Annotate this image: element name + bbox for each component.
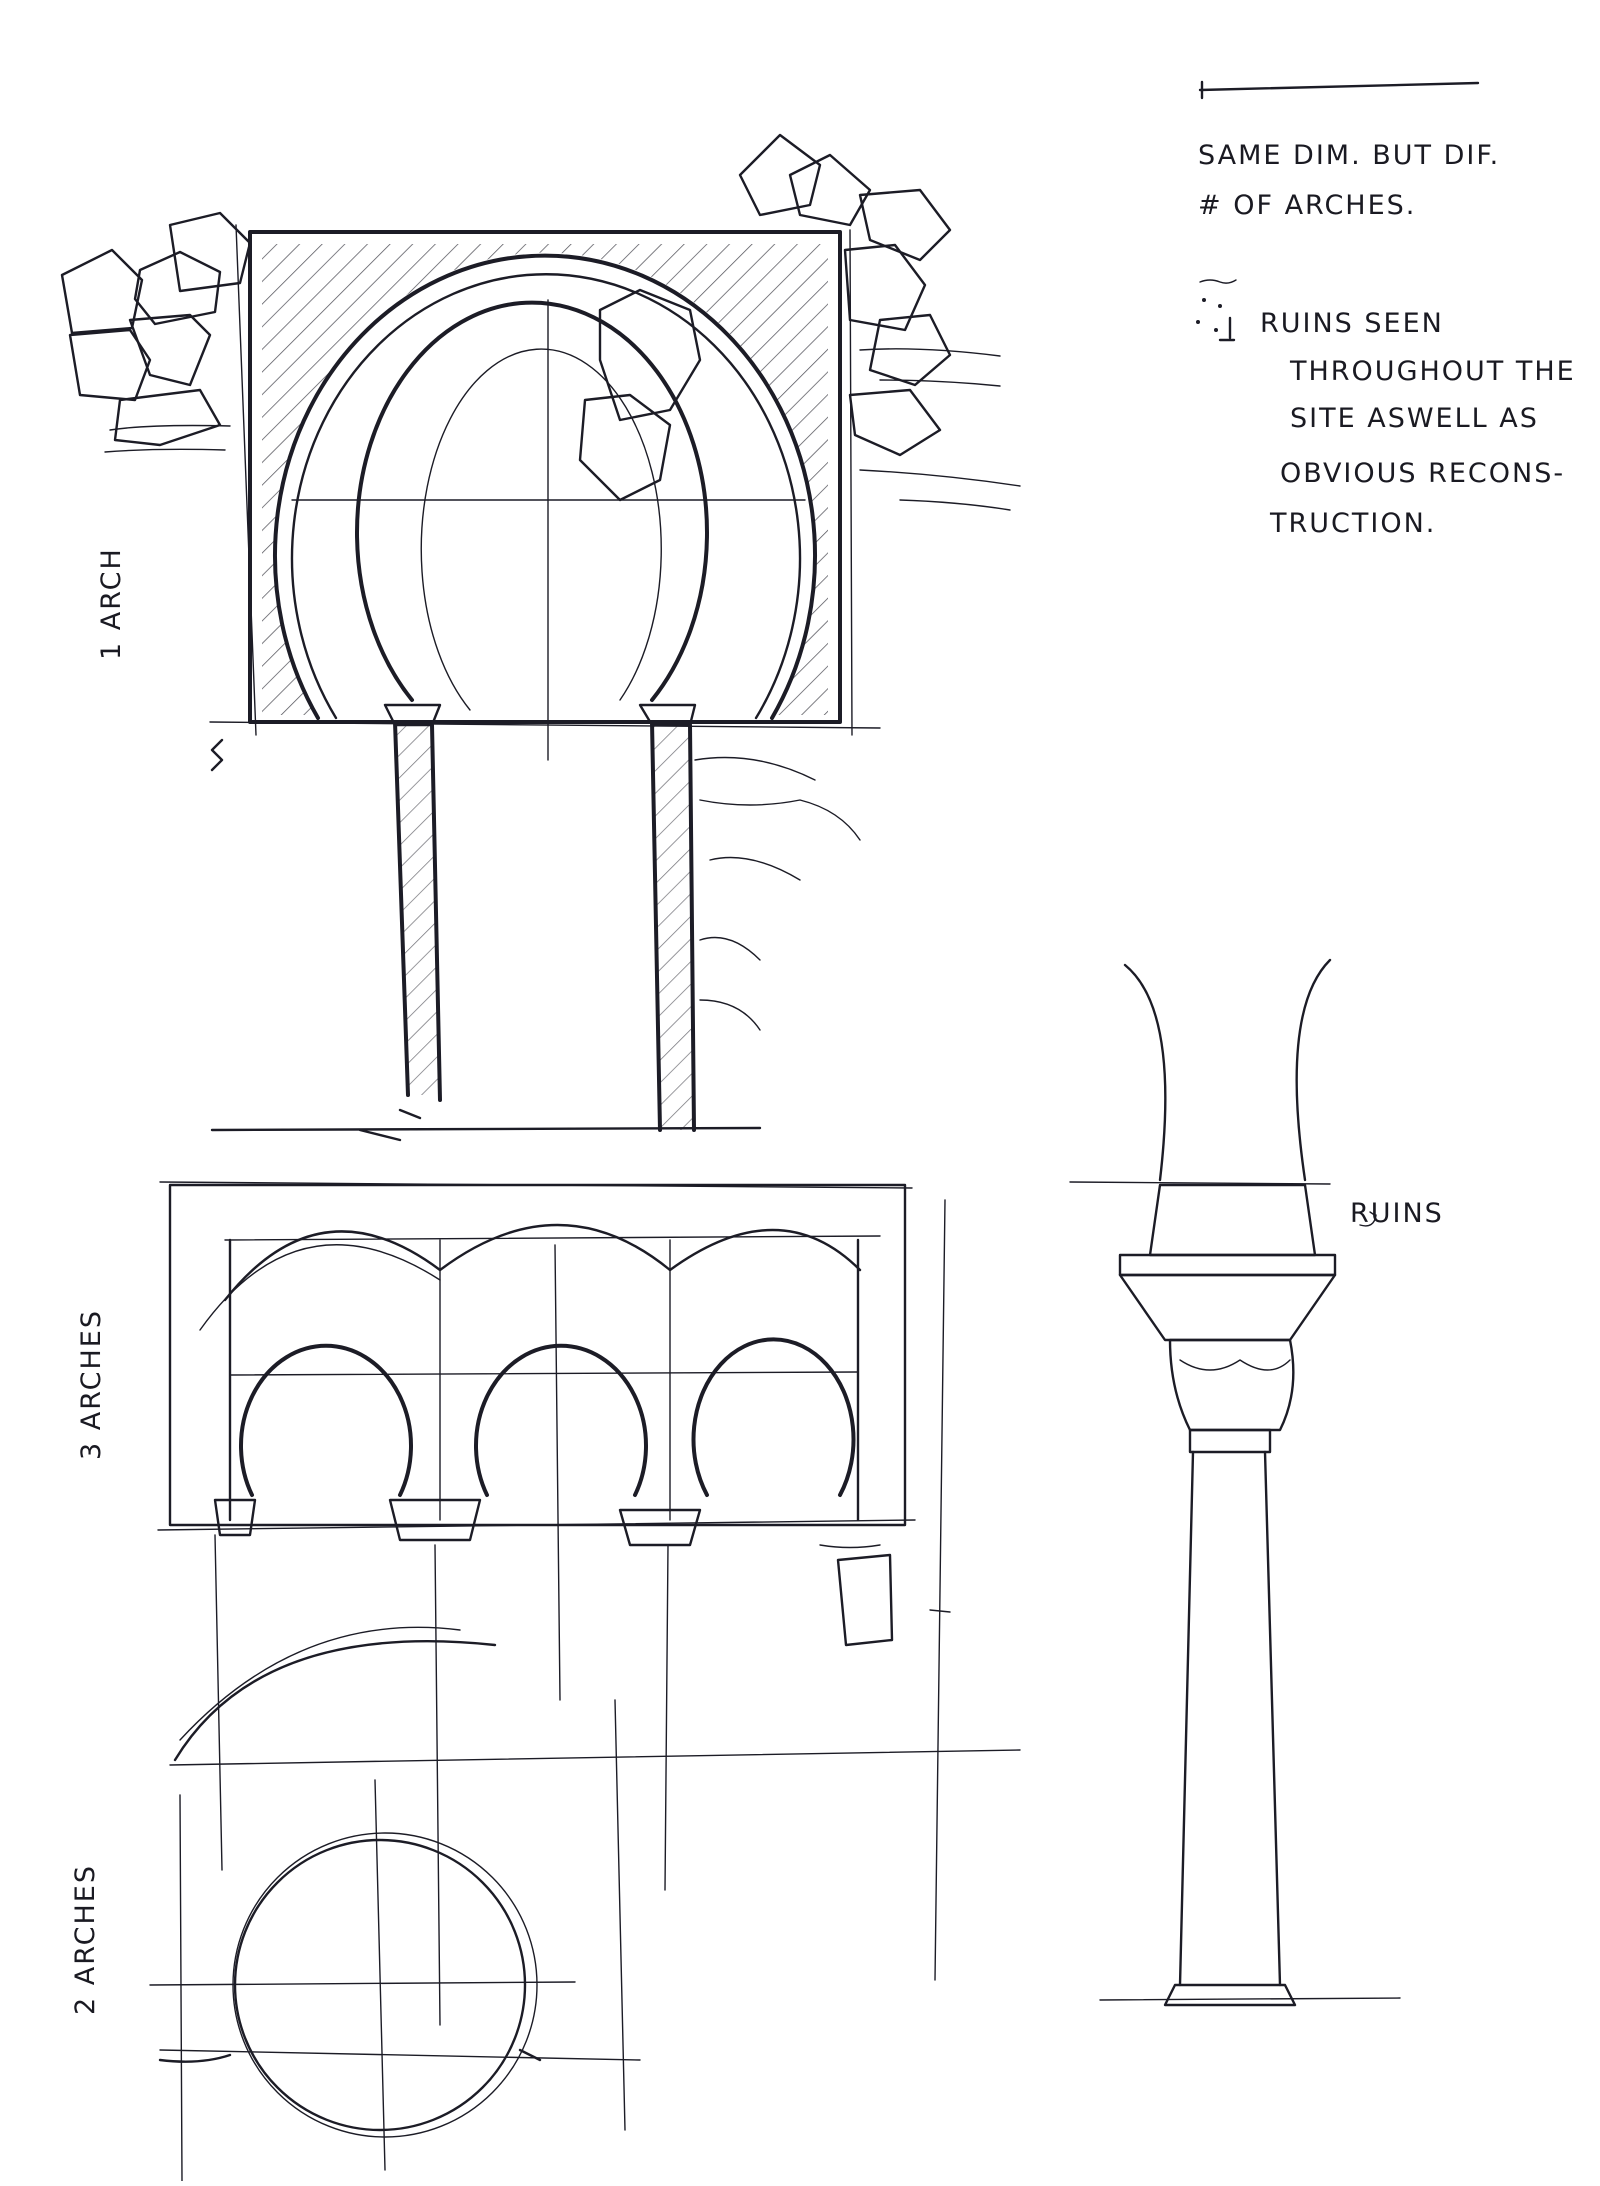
- ruins-legend-symbol: [1196, 279, 1237, 342]
- scale-bar: [1198, 80, 1480, 100]
- note-ruins-line-5: TRUCTION.: [1270, 508, 1437, 539]
- note-ruins-line-1: RUINS SEEN: [1260, 308, 1444, 339]
- note-ruins-line-4: OBVIOUS RECONS-: [1280, 458, 1566, 489]
- label-two-arches: 2 ARCHES: [70, 1864, 101, 2015]
- one-arch-drawing: [60, 133, 1021, 1142]
- two-arches-drawing: [149, 1626, 1021, 2182]
- note-ruins-line-3: SITE ASWELL AS: [1290, 403, 1539, 434]
- stone-ruins-left: [60, 211, 252, 453]
- label-one-arch: 1 ARCH: [96, 547, 127, 660]
- label-ruins: RUINS: [1350, 1198, 1444, 1229]
- three-arches-drawing: [157, 1181, 951, 2026]
- label-three-arches: 3 ARCHES: [76, 1309, 107, 1460]
- note-same-dim: SAME DIM. BUT DIF.: [1198, 140, 1501, 171]
- note-ruins-line-2: THROUGHOUT THE: [1290, 356, 1576, 387]
- column-drawing: [1069, 958, 1401, 2007]
- stone-ruins-right: [738, 133, 1021, 511]
- note-number-of-arches: # OF ARCHES.: [1198, 190, 1417, 221]
